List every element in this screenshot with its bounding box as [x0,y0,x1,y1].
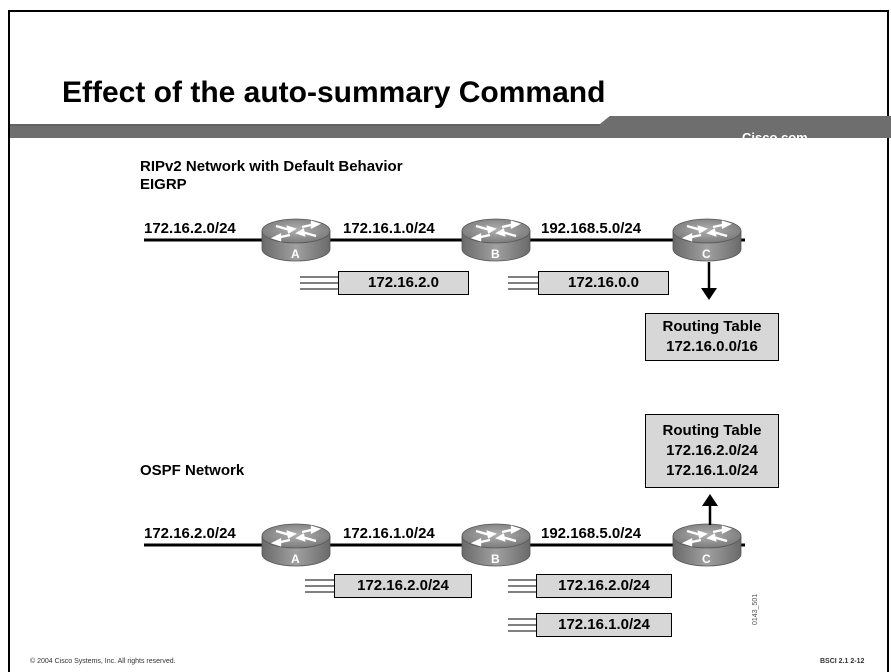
bottom-routing-table-entry-2: 172.16.1.0/24 [666,462,758,479]
top-update-b: 172.16.0.0 [538,271,669,295]
bottom-update-b1: 172.16.2.0/24 [536,574,672,598]
top-net-3: 192.168.5.0/24 [541,220,642,237]
copyright-footer: © 2004 Cisco Systems, Inc. All rights re… [30,658,176,665]
slide-title: Effect of the auto-summary Command [62,76,606,109]
top-subheading: EIGRP [140,176,187,193]
bottom-net-3: 192.168.5.0/24 [541,525,642,542]
top-update-lines [300,276,538,290]
image-id-mark: 0143_501 [752,593,759,625]
bottom-routing-table: Routing Table 172.16.2.0/24 172.16.1.0/2… [645,414,779,488]
slide-frame [8,10,889,672]
top-routing-table-title: Routing Table [662,318,762,335]
top-router-c-label: C [702,247,711,261]
bottom-update-lines [305,579,536,632]
top-routing-table-entry: 172.16.0.0/16 [666,338,758,355]
slide-number-footer: BSCI 2.1 2-12 [820,658,865,665]
bottom-update-a: 172.16.2.0/24 [334,574,472,598]
cisco-brand-label: Cisco.com [742,130,808,145]
bottom-router-a-label: A [291,552,300,566]
bottom-routing-table-title: Routing Table [662,422,762,439]
bottom-net-2: 172.16.1.0/24 [343,525,435,542]
bottom-routing-table-entry-1: 172.16.2.0/24 [666,442,758,459]
top-arrow [701,262,717,300]
top-net-1: 172.16.2.0/24 [144,220,236,237]
top-heading: RIPv2 Network with Default Behavior [140,158,403,175]
bottom-router-b-label: B [491,552,500,566]
top-router-a-label: A [291,247,300,261]
bottom-net-1: 172.16.2.0/24 [144,525,236,542]
top-router-b-label: B [491,247,500,261]
top-net-2: 172.16.1.0/24 [343,220,435,237]
bottom-heading: OSPF Network [140,462,245,479]
bottom-arrow [702,494,718,525]
top-routing-table: Routing Table 172.16.0.0/16 [645,313,779,361]
top-update-a: 172.16.2.0 [338,271,469,295]
bottom-update-b2: 172.16.1.0/24 [536,613,672,637]
bottom-router-c-label: C [702,552,711,566]
